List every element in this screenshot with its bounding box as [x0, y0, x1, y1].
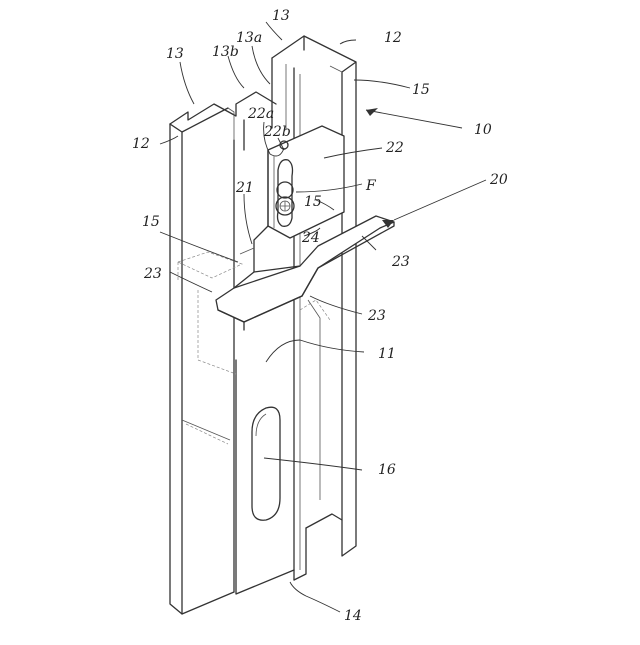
label-14: 14	[344, 608, 362, 624]
oval-hole	[252, 407, 280, 520]
right-stud	[272, 36, 356, 580]
label-15-inner: 15	[304, 194, 322, 210]
label-20: 20	[489, 172, 508, 188]
label-15-left: 15	[142, 214, 160, 230]
label-22a: 22a	[247, 106, 274, 122]
stud-web	[198, 290, 330, 594]
label-13-left: 13	[166, 46, 184, 62]
label-22: 22	[385, 140, 404, 156]
label-13a: 13a	[236, 30, 262, 46]
label-12-left: 12	[132, 136, 150, 152]
label-13b: 13b	[212, 44, 239, 60]
label-24: 24	[301, 230, 320, 246]
leader-lines	[160, 22, 486, 612]
label-21: 21	[235, 180, 254, 196]
label-12-top: 12	[384, 30, 402, 46]
label-23-right: 23	[391, 254, 410, 270]
label-23-bottom: 23	[367, 308, 386, 324]
label-F: F	[365, 178, 377, 194]
label-11: 11	[378, 346, 396, 362]
label-15-right: 15	[412, 82, 430, 98]
label-10: 10	[474, 122, 492, 138]
label-13-top: 13	[272, 8, 290, 24]
bracket-plate	[268, 126, 344, 238]
label-22b: 22b	[263, 124, 291, 140]
label-23-left: 23	[143, 266, 162, 282]
left-stud	[170, 92, 276, 614]
label-16: 16	[378, 462, 396, 478]
reference-labels: 13 12 13a 13b 13 15 10 12 22a 22b 22 F 2…	[132, 8, 508, 624]
